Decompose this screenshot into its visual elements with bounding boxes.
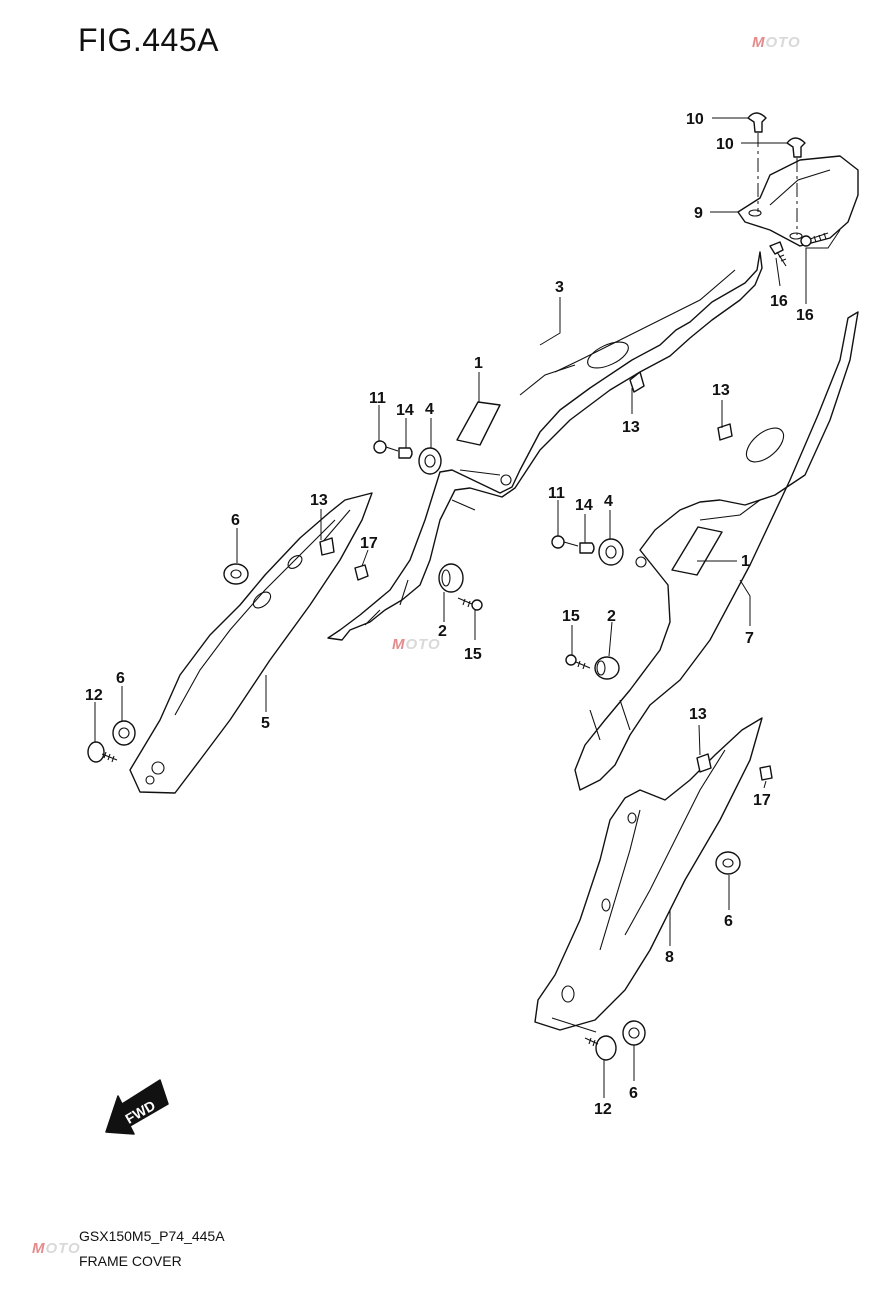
fwd-arrow-icon: FWD (105, 1079, 169, 1135)
part-2-grommet (594, 656, 620, 680)
callout-part-17: 17 (360, 535, 378, 552)
callout-labels: 10 10 9 16 16 3 1 13 13 11 14 4 11 14 4 … (85, 111, 814, 1118)
callout-part-17: 17 (753, 792, 771, 809)
part-10-rivet (747, 112, 767, 133)
part-4-grommet (418, 447, 442, 475)
part-12-bolt (87, 741, 118, 763)
callout-part-14: 14 (396, 402, 414, 419)
part-11-bolt (373, 440, 399, 454)
callout-part-5: 5 (261, 715, 270, 732)
part-14-collar (398, 447, 413, 459)
part-1-pad (671, 526, 723, 576)
part-13-clip (319, 537, 335, 556)
callout-part-12: 12 (85, 687, 103, 704)
callout-part-15: 15 (562, 608, 580, 625)
diagram-code: GSX150M5_P74_445A (79, 1228, 225, 1244)
callout-part-6: 6 (629, 1085, 638, 1102)
part-8-side-cover (534, 717, 763, 1031)
figure-title: FIG.445A (78, 22, 219, 58)
watermark-logo: MOTO (752, 34, 801, 51)
part-6-washer (223, 563, 249, 585)
callout-part-3: 3 (555, 279, 564, 296)
callout-part-16: 16 (796, 307, 814, 324)
callout-part-4: 4 (604, 493, 613, 510)
part-4-grommet (598, 538, 624, 566)
callout-part-13: 13 (689, 706, 707, 723)
part-2-grommet (438, 563, 464, 593)
part-15-screw (565, 654, 591, 670)
callout-part-8: 8 (665, 949, 674, 966)
callout-part-16: 16 (770, 293, 788, 310)
part-14-collar (579, 542, 595, 554)
callout-part-6: 6 (724, 913, 733, 930)
callout-part-6: 6 (231, 512, 240, 529)
callout-part-2: 2 (607, 608, 616, 625)
callout-part-11: 11 (548, 485, 565, 502)
part-6-washer (622, 1020, 646, 1046)
callout-part-9: 9 (694, 205, 703, 222)
part-3-frame-bracket (327, 251, 763, 641)
callout-part-15: 15 (464, 646, 482, 663)
part-13-clip (717, 423, 733, 441)
part-11-bolt (551, 535, 579, 549)
callout-part-13: 13 (622, 419, 640, 436)
part-7-frame-cover (574, 311, 859, 791)
callout-part-10: 10 (686, 111, 704, 128)
part-12-bolt (584, 1035, 617, 1061)
callout-part-1: 1 (741, 553, 750, 570)
watermark-logo: MOTO (392, 636, 441, 653)
callout-part-10: 10 (716, 136, 734, 153)
part-16-screw (769, 241, 787, 267)
callout-part-7: 7 (745, 630, 754, 647)
diagram-name: FRAME COVER (79, 1253, 182, 1269)
part-17-clip (759, 765, 773, 781)
callout-part-12: 12 (594, 1101, 612, 1118)
part-13-clip (629, 371, 645, 393)
part-6-washer (112, 720, 136, 746)
callout-part-1: 1 (474, 355, 483, 372)
part-1-pad (456, 401, 501, 446)
callout-part-14: 14 (575, 497, 593, 514)
part-15-screw (457, 597, 483, 611)
part-16-screw (800, 232, 829, 247)
callout-part-11: 11 (369, 390, 386, 407)
callout-part-13: 13 (712, 382, 730, 399)
part-10-rivet (786, 137, 806, 158)
callout-part-6: 6 (116, 670, 125, 687)
callout-part-4: 4 (425, 401, 434, 418)
callout-part-13: 13 (310, 492, 328, 509)
part-13-clip (696, 753, 712, 773)
part-9-rear-cover (737, 155, 859, 247)
watermark-logo: MOTO (32, 1240, 81, 1257)
leader-lines (94, 117, 841, 1098)
part-6-washer (715, 851, 741, 875)
part-5-side-cover (129, 492, 373, 794)
callout-part-2: 2 (438, 623, 447, 640)
part-17-clip (354, 564, 369, 581)
